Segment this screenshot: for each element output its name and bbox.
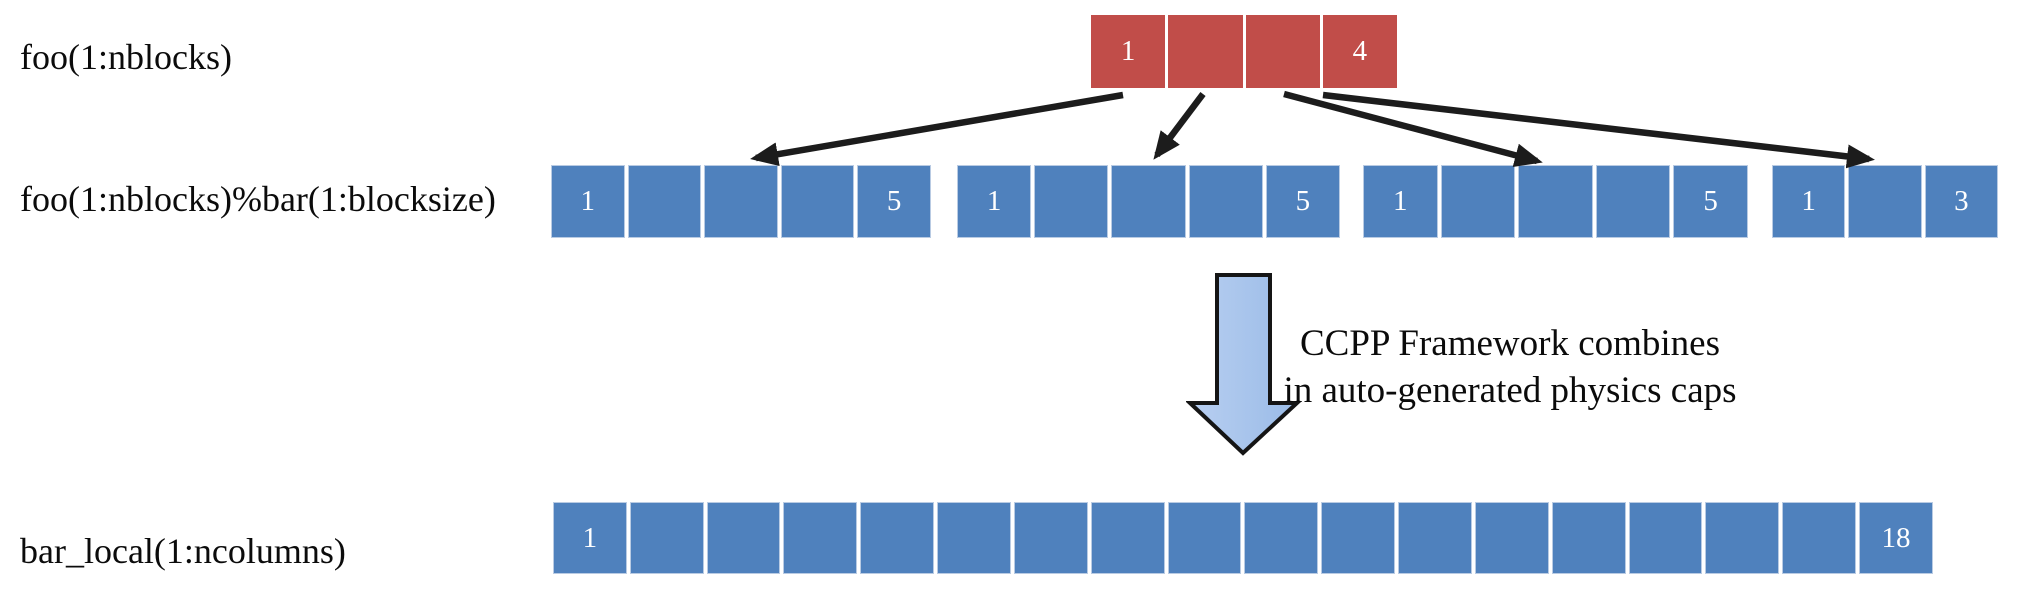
array-cell	[1782, 502, 1857, 574]
ccpp-annotation: CCPP Framework combines in auto-generate…	[1283, 320, 1736, 414]
array-cell	[1848, 165, 1922, 238]
label-foo-bar-blocksize: foo(1:nblocks)%bar(1:blocksize)	[20, 179, 496, 219]
array-cell	[1398, 502, 1472, 574]
array-cell	[937, 502, 1011, 574]
array-cell: 1	[1772, 165, 1846, 238]
array-cell	[1518, 165, 1593, 238]
array-cell	[1245, 15, 1320, 88]
connector-arrow-2	[1153, 92, 1206, 160]
array-cell: 4	[1322, 15, 1397, 88]
array-cell: 1	[553, 502, 627, 574]
array-cell	[860, 502, 935, 574]
array-cell	[1188, 165, 1263, 238]
array-cell	[1168, 15, 1243, 88]
bar-group-2: 1 5	[957, 165, 1341, 238]
array-cell	[1551, 502, 1626, 574]
array-cell: 1	[957, 165, 1032, 238]
array-cell	[627, 165, 702, 238]
label-foo-nblocks: foo(1:nblocks)	[20, 37, 232, 77]
array-cell	[706, 502, 781, 574]
array-cell: 5	[857, 165, 931, 238]
array-cell	[1474, 502, 1549, 574]
array-cell	[629, 502, 704, 574]
label-bar-local-ncolumns: bar_local(1:ncolumns)	[20, 531, 346, 571]
array-cell	[1321, 502, 1396, 574]
bar-group-3: 1 5	[1363, 165, 1748, 238]
array-cell	[1111, 165, 1186, 238]
array-cell	[1705, 502, 1780, 574]
annotation-line-1: CCPP Framework combines	[1299, 323, 1720, 364]
array-cell	[783, 502, 858, 574]
array-cell	[1167, 502, 1242, 574]
array-cell: 1	[1363, 165, 1438, 238]
array-cell	[704, 165, 778, 238]
array-cell: 18	[1859, 502, 1933, 574]
connector-arrow-4	[1322, 91, 1875, 169]
array-cell: 5	[1265, 165, 1341, 238]
annotation-line-2: in auto-generated physics caps	[1283, 370, 1737, 411]
array-cell	[1013, 502, 1088, 574]
array-cell: 3	[1924, 165, 1998, 238]
foo-array: 1 4	[1091, 15, 1397, 88]
array-cell: 1	[551, 165, 625, 238]
array-cell	[1595, 165, 1671, 238]
array-cell	[780, 165, 855, 238]
array-cell	[1034, 165, 1109, 238]
array-cell	[1628, 502, 1703, 574]
array-cell	[1440, 165, 1516, 238]
array-cell: 1	[1091, 15, 1166, 88]
connector-arrow-1	[750, 91, 1124, 167]
bar-group-4: 1 3	[1772, 165, 1998, 238]
bar-group-1: 1 5	[551, 165, 931, 238]
array-cell: 5	[1673, 165, 1748, 238]
array-cell	[1090, 502, 1165, 574]
connector-arrow-3	[1283, 90, 1543, 167]
bar-local-array: 1 18	[553, 502, 1933, 574]
array-cell	[1244, 502, 1319, 574]
